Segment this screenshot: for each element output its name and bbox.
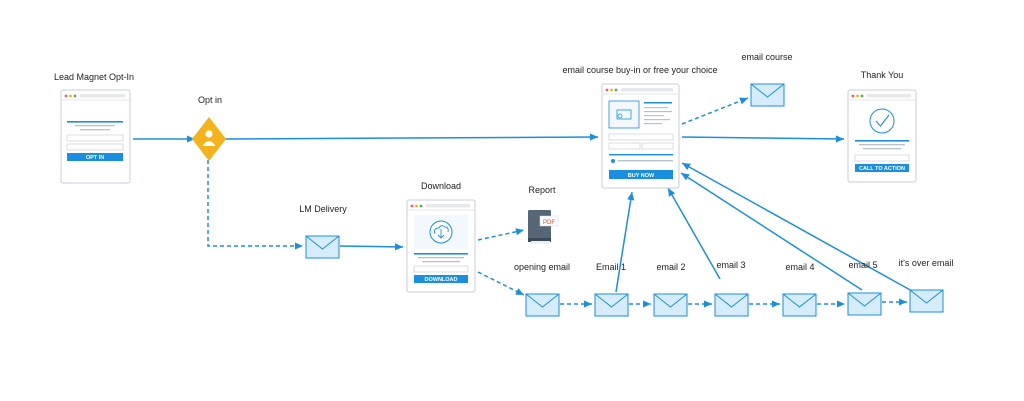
product-image-icon bbox=[608, 100, 640, 129]
download-button[interactable] bbox=[414, 275, 468, 283]
arrow-over-email-to-buyin bbox=[681, 162, 913, 292]
label-email-1: Email 1 bbox=[596, 262, 626, 272]
arrow-lm-delivery-to-download bbox=[339, 243, 404, 251]
opt-in-button[interactable] bbox=[67, 153, 123, 161]
label-email-2: email 2 bbox=[656, 262, 685, 272]
arrow-buyin-to-thankyou bbox=[681, 135, 845, 143]
label-email-5: email 5 bbox=[848, 260, 877, 270]
buy-now-button[interactable] bbox=[609, 170, 673, 179]
envelope-icon bbox=[653, 293, 688, 317]
envelope-icon bbox=[525, 293, 560, 317]
envelope-icon bbox=[847, 292, 882, 316]
download-button-label: DOWNLOAD bbox=[425, 277, 458, 283]
buy-now-button-label: BUY NOW bbox=[628, 173, 655, 179]
call-to-action-button[interactable] bbox=[855, 164, 909, 172]
label-buy-in: email course buy-in or free your choice bbox=[562, 65, 717, 75]
pdf-book-icon: PDF bbox=[528, 210, 559, 244]
envelope-icon bbox=[305, 235, 340, 259]
arrow-optin-to-buyin bbox=[223, 133, 599, 141]
buy-in-page: email course buy-in or free your choice … bbox=[562, 65, 718, 189]
label-opening-email: opening email bbox=[514, 262, 570, 272]
label-report: Report bbox=[528, 185, 556, 195]
label-email-3: email 3 bbox=[716, 260, 745, 270]
lm-delivery-node: LM Delivery bbox=[299, 204, 347, 259]
arrow-download-to-report bbox=[477, 228, 525, 241]
label-thank-you: Thank You bbox=[861, 70, 904, 80]
download-page: Download DOWNLOAD bbox=[406, 181, 476, 293]
connectors bbox=[133, 97, 913, 308]
arrow-download-to-opening-email bbox=[477, 271, 525, 296]
label-lead-magnet: Lead Magnet Opt-In bbox=[54, 72, 134, 82]
cloud-download-icon bbox=[429, 220, 453, 244]
envelope-icon bbox=[594, 293, 629, 317]
arrow-email1-to-buyin bbox=[615, 191, 635, 293]
pdf-tag: PDF bbox=[543, 220, 555, 226]
email-course-node: email course bbox=[741, 52, 793, 107]
arrow-buyin-to-email-course bbox=[681, 97, 749, 125]
call-to-action-button-label: CALL TO ACTION bbox=[859, 166, 905, 172]
label-opt-in: Opt in bbox=[198, 95, 222, 105]
arrow-optin-to-lm-delivery bbox=[207, 160, 303, 250]
label-over-email: it's over email bbox=[899, 258, 954, 268]
envelope-icon bbox=[750, 83, 785, 107]
label-email-course: email course bbox=[741, 52, 792, 62]
checkmark-icon bbox=[869, 108, 895, 134]
label-download: Download bbox=[421, 181, 461, 191]
opt-in-diamond bbox=[192, 117, 226, 161]
report-node: Report PDF bbox=[528, 185, 559, 244]
user-icon bbox=[202, 130, 216, 146]
label-lm-delivery: LM Delivery bbox=[299, 204, 347, 214]
envelope-icon bbox=[909, 289, 944, 313]
label-email-4: email 4 bbox=[785, 262, 814, 272]
arrow-email5-to-buyin bbox=[680, 172, 863, 291]
opt-in-button-label: OPT IN bbox=[86, 155, 104, 161]
lead-magnet-page: Lead Magnet Opt-In OPT IN bbox=[54, 72, 134, 184]
email-sequence: opening email Email 1 email 2 email 3 em… bbox=[514, 258, 954, 317]
opt-in-node: Opt in bbox=[192, 95, 226, 161]
envelope-icon bbox=[782, 293, 817, 317]
thank-you-page: Thank You CALL TO ACTION bbox=[847, 70, 917, 183]
arrow-email3-to-buyin bbox=[667, 187, 721, 280]
envelope-icon bbox=[714, 293, 749, 317]
